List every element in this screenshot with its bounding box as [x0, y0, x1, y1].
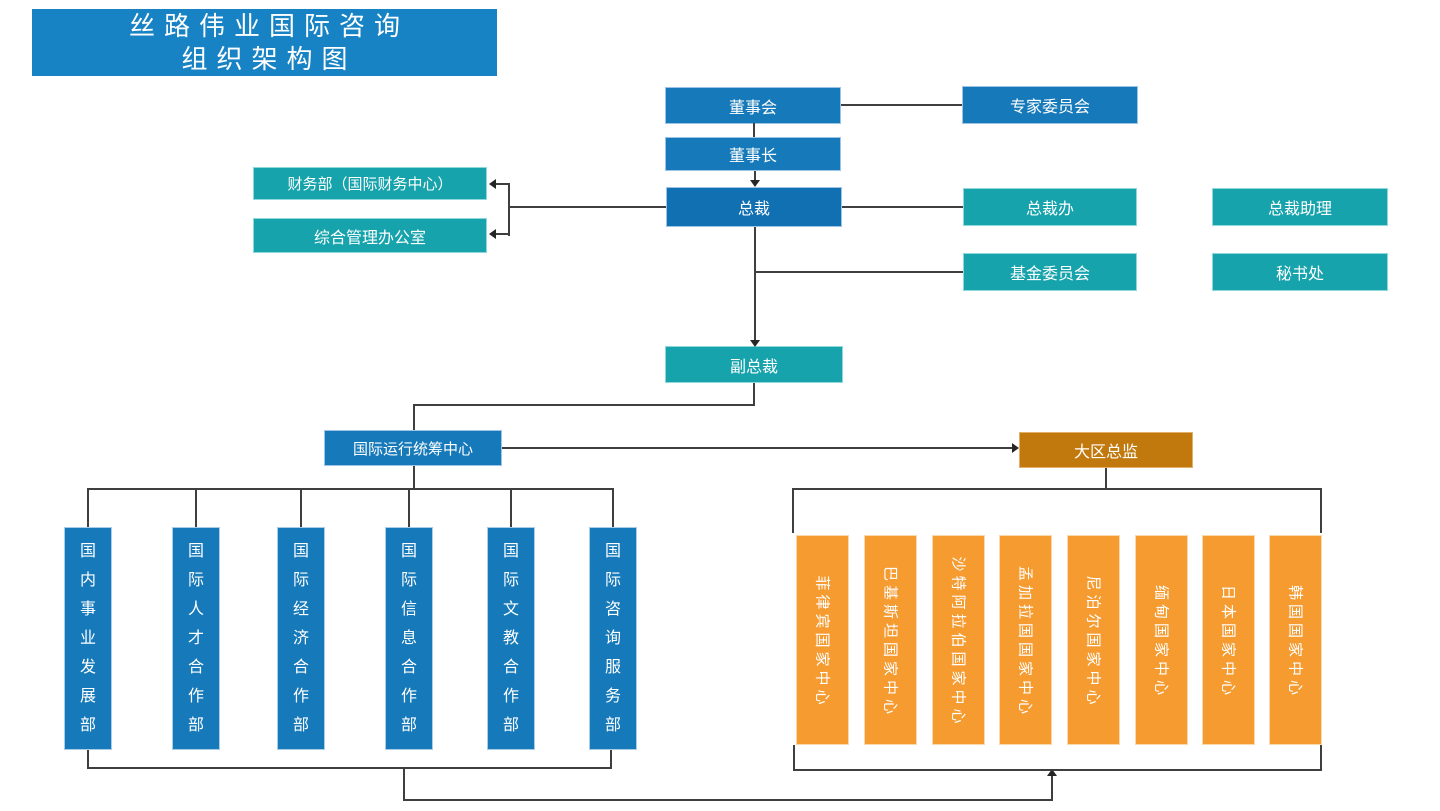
node-vice-president-label: 副总裁	[729, 358, 778, 376]
connector-regional-down	[1105, 468, 1107, 490]
node-president-assistant: 总裁助理	[1212, 188, 1388, 226]
node-chairman: 董事长	[665, 137, 841, 171]
connector-vp-down	[753, 383, 755, 406]
connector-bottom-mid-down	[403, 767, 405, 801]
connector-chairman-president	[754, 171, 756, 182]
arrowhead-up-country-bracket	[1047, 769, 1057, 776]
node-expert-committee: 专家委员会	[962, 86, 1138, 124]
node-expert-committee-label: 专家委员会	[1009, 99, 1090, 116]
node-regional-director-label: 大区总监	[1073, 444, 1138, 461]
connector-country-bottom-bracket	[793, 769, 1322, 771]
connector-board-expert	[841, 104, 962, 106]
connector-left-bracket	[508, 183, 510, 236]
node-finance-dept: 财务部（国际财务中心）	[253, 167, 487, 200]
department-column-label: 国际咨询服务部	[604, 543, 621, 734]
country-center-label: 韩国国家中心	[1286, 584, 1303, 699]
country-center-column: 尼泊尔国家中心	[1067, 535, 1120, 745]
connector-board-chairman	[753, 123, 755, 137]
connector-dept-drop	[195, 488, 197, 527]
connector-president-office	[842, 206, 963, 208]
node-finance-dept-label: 财务部（国际财务中心）	[287, 176, 453, 193]
country-center-column: 菲律宾国家中心	[796, 535, 849, 745]
connector-dept-drop	[87, 488, 89, 527]
department-column-label: 国际文教合作部	[502, 543, 519, 734]
connector-dept-bus	[87, 488, 614, 490]
country-center-label: 孟加拉国国家中心	[1016, 565, 1033, 718]
connector-country-drop-right	[1320, 488, 1322, 533]
chart-title-line2: 组织架构图	[181, 43, 357, 74]
connector-dept-drop	[612, 488, 614, 527]
connector-president-down	[754, 227, 756, 341]
connector-country-bottom-right	[1320, 745, 1322, 771]
connector-country-bottom-left	[793, 745, 795, 771]
node-intl-operations-center-label: 国际运行统筹中心	[352, 440, 473, 458]
country-center-label: 巴基斯坦国家中心	[881, 565, 898, 718]
department-column-label: 国内事业发展部	[79, 543, 96, 734]
connector-president-left	[508, 206, 666, 208]
node-secretariat: 秘书处	[1212, 253, 1388, 291]
node-fund-committee: 基金委员会	[963, 253, 1137, 291]
connector-ops-top	[413, 404, 415, 430]
country-center-label: 沙特阿拉伯国家中心	[949, 556, 966, 728]
department-column: 国内事业发展部	[64, 527, 112, 750]
connector-bottom-up	[1051, 775, 1053, 801]
department-column-label: 国际人才合作部	[187, 543, 204, 734]
node-secretariat-label: 秘书处	[1275, 266, 1324, 283]
department-column: 国际经济合作部	[277, 527, 325, 750]
country-center-column: 韩国国家中心	[1269, 535, 1322, 745]
node-president-office-label: 总裁办	[1025, 201, 1074, 218]
connector-president-fund	[754, 271, 963, 273]
connector-dept-drop	[510, 488, 512, 527]
connector-ops-regional	[502, 447, 1012, 449]
arrowhead-down-vice-president	[750, 340, 760, 347]
connector-bottom-long	[403, 799, 1053, 801]
arrowhead-left-admin	[489, 229, 496, 239]
chart-title: 丝路伟业国际咨询 组织架构图	[32, 9, 497, 76]
department-column-label: 国际信息合作部	[400, 543, 417, 734]
department-column-label: 国际经济合作部	[292, 543, 309, 734]
connector-stub-admin	[496, 233, 510, 235]
node-admin-office-label: 综合管理办公室	[313, 229, 426, 247]
country-center-label: 缅甸国家中心	[1152, 584, 1169, 699]
country-center-column: 孟加拉国国家中心	[999, 535, 1052, 745]
country-center-column: 日本国家中心	[1202, 535, 1255, 745]
country-center-label: 尼泊尔国家中心	[1084, 575, 1101, 709]
node-admin-office: 综合管理办公室	[253, 218, 487, 253]
node-president: 总裁	[666, 187, 842, 227]
department-column: 国际人才合作部	[172, 527, 220, 750]
department-column: 国际信息合作部	[385, 527, 433, 750]
connector-ops-down	[413, 466, 415, 490]
node-president-assistant-label: 总裁助理	[1267, 201, 1332, 218]
node-fund-committee-label: 基金委员会	[1009, 266, 1090, 283]
connector-bottom-dept-bracket	[87, 767, 612, 769]
node-intl-operations-center: 国际运行统筹中心	[324, 430, 502, 466]
node-president-label: 总裁	[737, 201, 770, 218]
node-board: 董事会	[665, 87, 841, 124]
connector-dept-drop	[300, 488, 302, 527]
arrowhead-left-finance	[489, 179, 496, 189]
department-column: 国际咨询服务部	[589, 527, 637, 750]
country-center-label: 日本国家中心	[1219, 584, 1236, 699]
connector-vp-horizontal	[413, 404, 755, 406]
node-vice-president: 副总裁	[665, 346, 843, 383]
arrowhead-down-president	[750, 180, 760, 187]
connector-bottom-right-drop	[610, 750, 612, 769]
node-president-office: 总裁办	[963, 188, 1137, 226]
connector-bottom-left-drop	[87, 750, 89, 769]
node-chairman-label: 董事长	[728, 148, 777, 165]
country-center-column: 缅甸国家中心	[1135, 535, 1188, 745]
connector-stub-finance	[496, 183, 510, 185]
node-board-label: 董事会	[728, 99, 777, 117]
country-center-column: 巴基斯坦国家中心	[864, 535, 917, 745]
chart-title-line1: 丝路伟业国际咨询	[128, 10, 409, 41]
country-center-label: 菲律宾国家中心	[813, 575, 830, 709]
connector-country-drop-left	[792, 488, 794, 533]
connector-country-bus	[792, 488, 1322, 490]
country-center-column: 沙特阿拉伯国家中心	[932, 535, 985, 745]
node-regional-director: 大区总监	[1019, 432, 1193, 468]
arrowhead-right-regional	[1012, 443, 1019, 453]
department-column: 国际文教合作部	[487, 527, 535, 750]
connector-dept-drop	[408, 488, 410, 527]
